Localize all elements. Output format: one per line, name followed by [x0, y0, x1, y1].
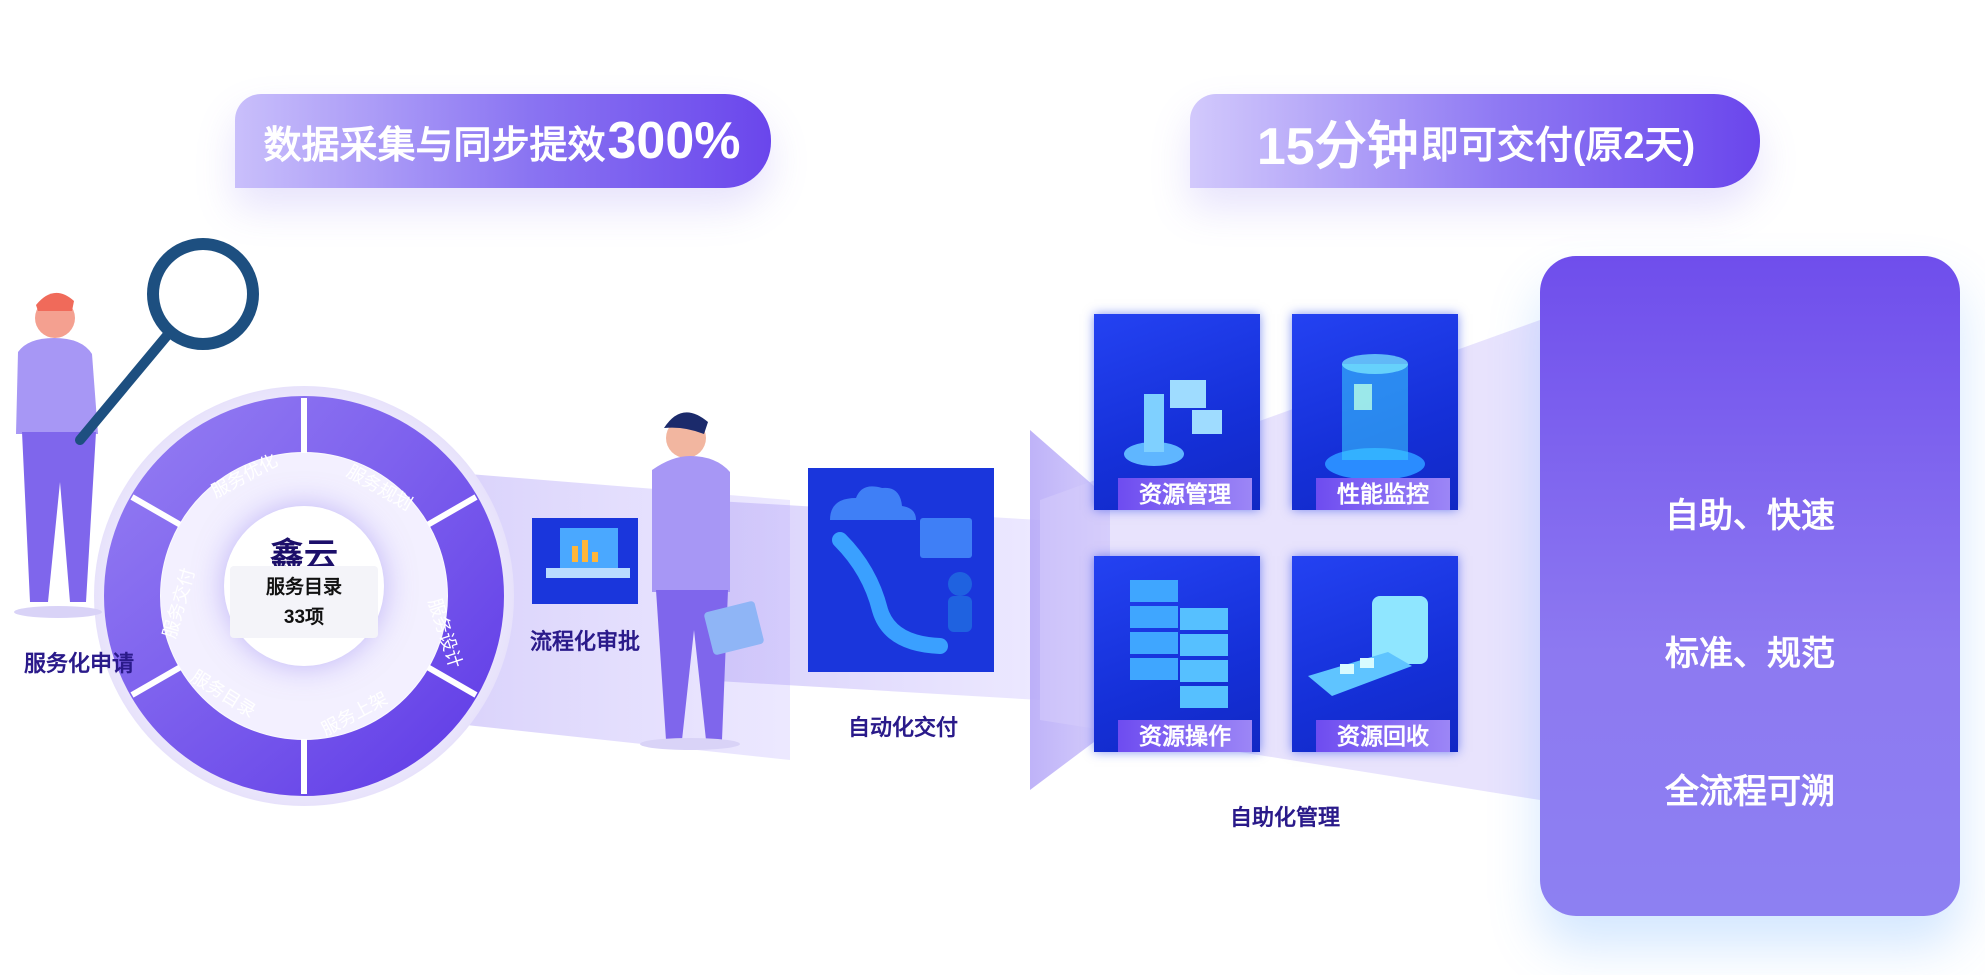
- recycling-machine-icon: [1308, 596, 1428, 696]
- feature-traceable: 全流程可溯: [1665, 773, 1835, 811]
- tile-resource-management-label: 资源管理: [1118, 478, 1252, 510]
- efficiency-banner-highlight: 300%: [607, 112, 741, 170]
- catalog-count: 33项: [283, 607, 325, 628]
- laptop-icon: [546, 528, 630, 578]
- dashboard-icon: [1124, 380, 1222, 466]
- catalog-card: 服务目录 33项: [230, 566, 378, 638]
- person-middle-illustration: [640, 412, 764, 750]
- efficiency-banner: 数据采集与同步提效 300%: [235, 94, 771, 188]
- tile-performance-monitoring-label: 性能监控: [1316, 478, 1450, 510]
- tile-performance-monitoring: 性能监控: [1292, 314, 1458, 510]
- tile-resource-recycling: 资源回收: [1292, 556, 1458, 752]
- efficiency-banner-prefix: 数据采集与同步提效: [263, 124, 606, 167]
- tile-resource-operation: 资源操作: [1094, 556, 1260, 752]
- service-request-label: 服务化申请: [24, 651, 135, 676]
- tile-resource-management: 资源管理: [1094, 314, 1260, 510]
- feature-panel: 自助、快速 标准、规范 全流程可溯: [1540, 256, 1960, 916]
- delivery-banner-suffix: 即可交付(原2天): [1420, 124, 1696, 167]
- tile-resource-recycling-label: 资源回收: [1316, 720, 1450, 752]
- auto-delivery-label: 自动化交付: [848, 715, 959, 740]
- cloud-center-disc: 鑫云 服务目录 33项: [224, 506, 384, 666]
- approval-label: 流程化审批: [530, 629, 641, 654]
- delivery-art: [830, 486, 972, 654]
- catalog-name: 服务目录: [265, 577, 342, 598]
- delivery-banner: 15分钟 即可交付(原2天): [1190, 94, 1760, 188]
- tile-resource-operation-label: 资源操作: [1118, 720, 1252, 752]
- feature-self-service: 自助、快速: [1665, 497, 1835, 535]
- server-stack-icon: [1130, 580, 1228, 708]
- feature-standardized: 标准、规范: [1665, 635, 1835, 673]
- monitor-cylinder-icon: [1325, 354, 1425, 480]
- self-management-label: 自助化管理: [1230, 805, 1341, 830]
- delivery-banner-highlight: 15分钟: [1256, 117, 1419, 176]
- person-left-illustration: [14, 238, 259, 618]
